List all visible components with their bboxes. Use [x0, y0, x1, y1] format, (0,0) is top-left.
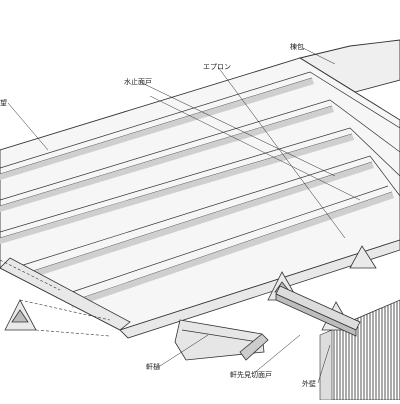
label-ridge-cover: 棟包	[290, 43, 304, 51]
label-eave-gutter: 軒樋	[146, 363, 160, 371]
leader-lines	[7, 47, 346, 384]
label-outer-wall: 外壁	[302, 380, 316, 388]
dashed-guides	[0, 259, 111, 337]
label-water-stop: 水止面戸	[124, 78, 152, 86]
label-eave-cut-closure: 軒先見切面戸	[230, 371, 272, 379]
roof-panels	[0, 57, 400, 331]
label-apron: エプロン	[203, 63, 231, 71]
eave-gutter-shape	[174, 319, 269, 361]
label-partial-left: 望	[0, 99, 7, 107]
support-beam	[275, 285, 361, 337]
